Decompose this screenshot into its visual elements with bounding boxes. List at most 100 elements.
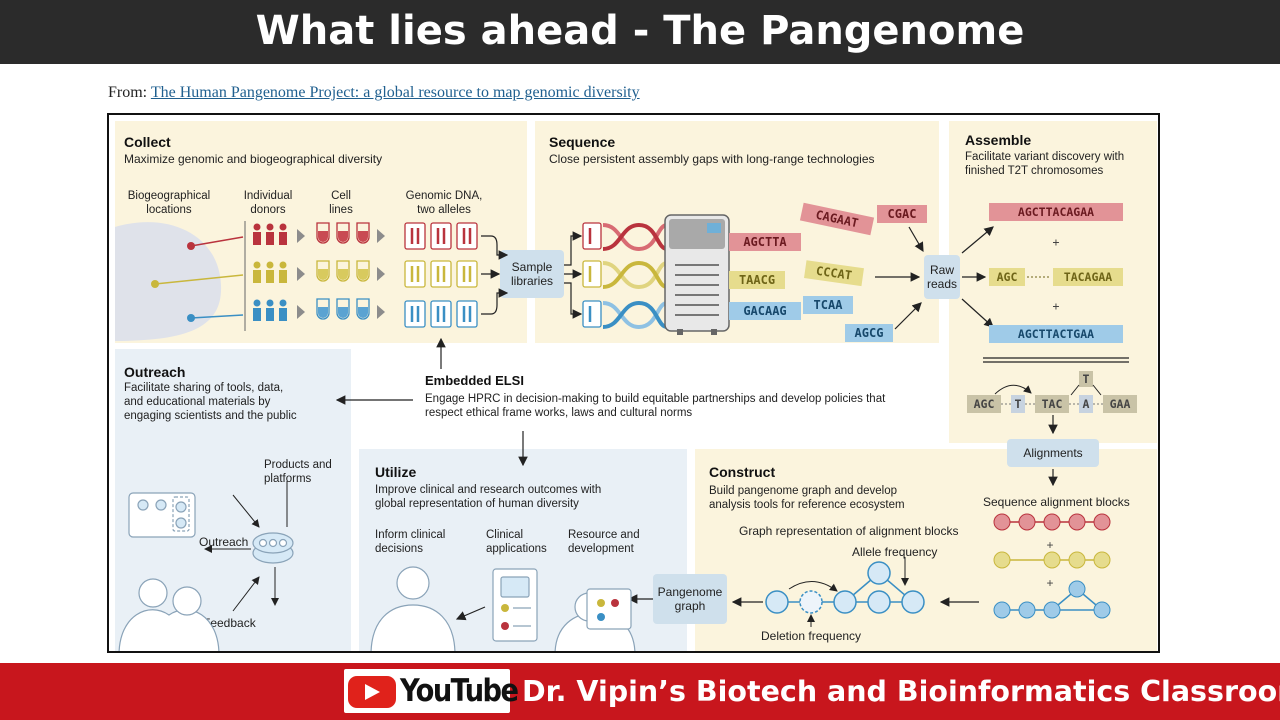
assembled-seq-3-bg xyxy=(989,325,1123,343)
genomic-dna-blue xyxy=(404,300,478,328)
pangenome-graph-box: Pangenome graph xyxy=(653,574,727,624)
utilize-heading: Utilize xyxy=(375,464,417,480)
read-agctta: AGCTTA xyxy=(743,235,787,249)
arrow-raw-to-seq3 xyxy=(961,298,994,328)
graph-alt-t: T xyxy=(1083,372,1090,386)
blocks-plus-2: + xyxy=(1046,576,1053,590)
youtube-wordmark: YouTube xyxy=(400,673,519,709)
assembled-seq-2-bg-left xyxy=(989,268,1025,286)
label-genomic-dna: Genomic DNA, two alleles xyxy=(405,190,483,216)
construct-heading: Construct xyxy=(709,464,776,480)
pangenome-figure: Collect Maximize genomic and biogeograph… xyxy=(107,113,1160,653)
donor-icon-yellow xyxy=(253,261,287,283)
sequence-subtitle: Close persistent assembly gaps with long… xyxy=(549,152,875,166)
construct-panel xyxy=(695,449,1157,651)
graph-seq-gaa: GAA xyxy=(1110,397,1131,411)
read-cccat: CCCAT xyxy=(815,264,853,283)
dna-helix-yellow xyxy=(602,260,668,290)
arrow-dna-to-library-1 xyxy=(481,235,509,260)
arrow-feedback-up xyxy=(232,576,260,612)
assembled-seq-2-left: AGC xyxy=(997,270,1018,284)
collect-subtitle: Maximize genomic and biogeographical div… xyxy=(124,152,383,166)
cell-line-tubes-blue xyxy=(316,298,370,320)
location-line-yellow xyxy=(154,274,244,285)
graph-seq-t: T xyxy=(1015,397,1022,411)
sequencer-machine-icon xyxy=(664,214,730,335)
inform-clinical-label: Inform clinical decisions xyxy=(375,529,446,555)
dna-helix-blue xyxy=(602,300,668,330)
column-arrows xyxy=(297,229,385,319)
assembled-seq-3: AGCTTACTGAA xyxy=(1018,327,1094,341)
feedback-label: Feedback xyxy=(203,616,256,630)
alignment-block-blue xyxy=(993,580,1111,619)
variation-graph: AGC T TAC A GAA T xyxy=(967,371,1137,413)
footer-bar xyxy=(0,663,1280,720)
source-citation: From: The Human Pangenome Project: a glo… xyxy=(108,84,640,102)
location-line-red xyxy=(190,236,244,247)
assembled-seq-1-bg xyxy=(989,203,1123,221)
arrow-utilize-to-clinical xyxy=(455,606,486,621)
sequence-heading: Sequence xyxy=(549,134,616,150)
alignment-block-yellow xyxy=(993,551,1111,569)
assembled-seq-1: AGCTTACAGAA xyxy=(1018,205,1094,219)
read-taacg: TAACG xyxy=(739,273,775,287)
graph-seq-agc: AGC xyxy=(974,397,995,411)
donor-icon-red xyxy=(253,223,287,245)
read-cgac: CGAC xyxy=(888,207,917,221)
read-gacaag: GACAAG xyxy=(743,304,786,318)
read-agcg: AGCG xyxy=(855,326,884,340)
construct-graph xyxy=(765,561,925,614)
source-link[interactable]: The Human Pangenome Project: a global re… xyxy=(150,84,640,101)
dna-helix-red xyxy=(602,222,668,252)
arrow-raw-to-seq1 xyxy=(961,226,994,254)
outreach-illustration xyxy=(118,492,294,651)
read-tiles: AGCTTA TAACG GACAAG CAGAAT CGAC CCCAT TC… xyxy=(729,202,927,342)
outreach-subtitle: Facilitate sharing of tools, data, and e… xyxy=(124,382,297,422)
genomic-dna-red xyxy=(404,222,478,250)
blocks-plus-1: + xyxy=(1046,538,1053,552)
utilize-subtitle: Improve clinical and research outcomes w… xyxy=(375,484,602,510)
globe-illustration xyxy=(115,222,222,341)
alignments-box: Alignments xyxy=(1007,439,1099,467)
figure-graphics: AGCTTA TAACG GACAAG CAGAAT CGAC CCCAT TC… xyxy=(115,202,1137,651)
assembled-seq-2-bg-right xyxy=(1053,268,1123,286)
channel-title: Dr. Vipin’s Biotech and Bioinformatics C… xyxy=(522,675,1280,708)
products-platforms-label: Products and platforms xyxy=(264,459,332,485)
graph-seq-tac: TAC xyxy=(1042,397,1063,411)
arrow-reads-to-raw-1 xyxy=(908,226,924,253)
resource-development-label: Resource and development xyxy=(568,529,640,555)
genomic-dna-yellow xyxy=(404,260,478,288)
label-individual-donors: Individual donors xyxy=(243,190,293,216)
clinical-applications-label: Clinical applications xyxy=(486,529,547,555)
sample-libraries-box: Sample libraries xyxy=(500,250,564,298)
arrow-reads-to-raw-3 xyxy=(894,302,922,330)
assemble-heading: Assemble xyxy=(965,132,1032,148)
graph-representation-label: Graph representation of alignment blocks xyxy=(739,524,959,538)
elsi-text: Engage HPRC in decision-making to build … xyxy=(425,393,886,419)
deletion-frequency-label: Deletion frequency xyxy=(761,629,862,643)
outreach-heading: Outreach xyxy=(124,364,186,380)
title-bar xyxy=(0,0,1280,64)
arrow-library-to-seq-1 xyxy=(564,231,583,266)
arrow-dna-to-library-3 xyxy=(481,288,509,315)
slide-title: What lies ahead - The Pangenome xyxy=(255,8,1025,54)
raw-reads-box: Raw reads xyxy=(924,255,960,299)
arrow-library-to-seq-3 xyxy=(564,282,583,319)
plus-sign-1: + xyxy=(1053,235,1060,249)
cell-line-tubes-red xyxy=(316,222,370,244)
assemble-subtitle: Facilitate variant discovery with finish… xyxy=(965,151,1125,177)
arrow-to-platform xyxy=(232,494,260,528)
donor-icon-blue xyxy=(253,299,287,321)
sequence-alignment-blocks-label: Sequence alignment blocks xyxy=(983,495,1130,509)
elsi-heading: Embedded ELSI xyxy=(425,373,524,388)
location-line-blue xyxy=(190,314,244,319)
seq-dna-boxes xyxy=(582,222,602,328)
label-biogeographical: Biogeographical locations xyxy=(127,190,211,216)
assembled-seq-2-right: TACAGAA xyxy=(1064,270,1113,284)
read-tcaa: TCAA xyxy=(814,298,844,312)
alignment-block-red xyxy=(993,513,1111,531)
construct-subtitle: Build pangenome graph and develop analys… xyxy=(709,485,905,511)
plus-sign-2: + xyxy=(1053,299,1060,313)
cell-line-tubes-yellow xyxy=(316,260,370,282)
utilize-illustration xyxy=(370,566,636,651)
